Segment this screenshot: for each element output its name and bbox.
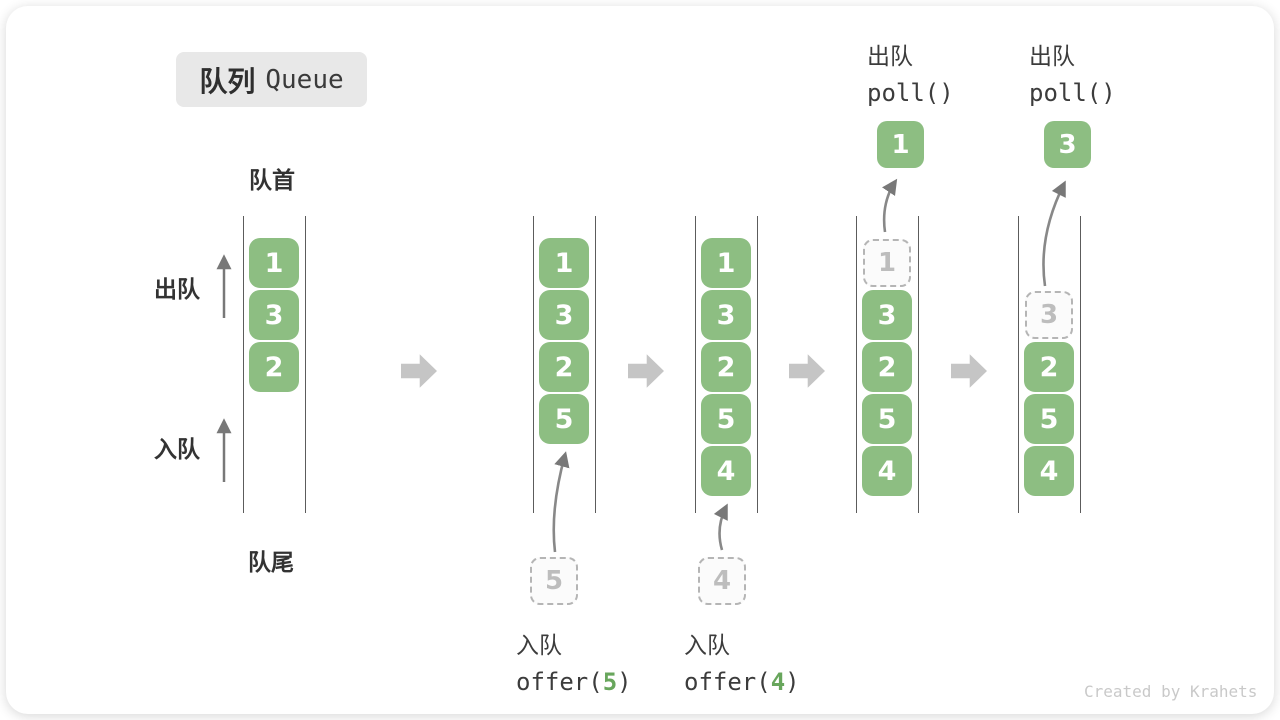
arrows-overlay (216, 178, 1066, 553)
op-name: 入队 (684, 633, 730, 659)
queue-state-2: 1 3 2 5 5 (530, 216, 596, 605)
queue-cell: 5 (701, 394, 751, 444)
op-fn: offer( (684, 668, 771, 696)
op-enqueue-offer4: 入队 offer(4) (684, 626, 800, 696)
flow-arrow-icon (789, 354, 825, 388)
queue-cell: 2 (249, 342, 299, 392)
op-fn: poll() (1029, 79, 1116, 107)
op-name: 出队 (867, 44, 913, 70)
label-dequeue: 出队 (154, 277, 200, 303)
flow-arrow-icon (401, 354, 437, 388)
op-fn: offer( (516, 668, 603, 696)
watermark: Created by Krahets (1084, 682, 1258, 701)
op-close: ) (617, 668, 632, 696)
queue-state-5: 3 3 2 5 4 (1018, 121, 1091, 513)
queue-cell: 2 (701, 342, 751, 392)
queue-cell: 2 (539, 342, 589, 392)
queue-cell: 1 (249, 238, 299, 288)
op-dequeue-poll-1: 出队 poll() (867, 37, 954, 107)
queue-state-4: 1 1 3 2 5 4 (856, 121, 924, 513)
dequeued-element: 1 (877, 121, 924, 168)
title-chinese: 队列 (199, 64, 256, 98)
label-enqueue: 入队 (154, 437, 200, 463)
op-close: ) (785, 668, 800, 696)
op-name: 入队 (516, 633, 562, 659)
removed-element-ghost: 1 (863, 239, 911, 287)
removed-element-ghost: 3 (1025, 291, 1073, 339)
op-arg: 5 (602, 668, 618, 696)
queue-state-1: 1 3 2 (243, 216, 306, 513)
title-badge: 队列 Queue (176, 52, 367, 107)
queue-cell: 4 (1024, 446, 1074, 496)
queue-cell: 2 (862, 342, 912, 392)
title-english: Queue (265, 64, 344, 95)
queue-cell: 2 (1024, 342, 1074, 392)
flow-arrow-icon (951, 354, 987, 388)
queue-cell: 5 (862, 394, 912, 444)
queue-cell: 3 (701, 290, 751, 340)
queue-cell: 4 (862, 446, 912, 496)
enqueue-path-arrow-icon (713, 503, 728, 551)
label-queue-front: 队首 (249, 168, 295, 194)
queue-cell: 3 (862, 290, 912, 340)
label-queue-rear: 队尾 (248, 550, 294, 576)
incoming-element-ghost: 5 (530, 557, 578, 605)
diagram-card: 队列 Queue 队首 队尾 出队 入队 1 3 2 1 3 2 5 5 1 3… (6, 6, 1274, 714)
queue-cell: 3 (249, 290, 299, 340)
op-name: 出队 (1029, 44, 1075, 70)
queue-state-3: 1 3 2 5 4 4 (695, 216, 758, 605)
queue-cell: 3 (539, 290, 589, 340)
op-enqueue-offer5: 入队 offer(5) (516, 626, 632, 696)
queue-cell: 5 (539, 394, 589, 444)
flow-arrow-icon (628, 354, 664, 388)
queue-cell: 5 (1024, 394, 1074, 444)
queue-cell: 1 (701, 238, 751, 288)
dequeued-element: 3 (1044, 121, 1091, 168)
op-arg: 4 (770, 668, 786, 696)
incoming-element-ghost: 4 (698, 557, 746, 605)
queue-cell: 1 (539, 238, 589, 288)
op-fn: poll() (867, 79, 954, 107)
queue-cell: 4 (701, 446, 751, 496)
op-dequeue-poll-2: 出队 poll() (1029, 37, 1116, 107)
